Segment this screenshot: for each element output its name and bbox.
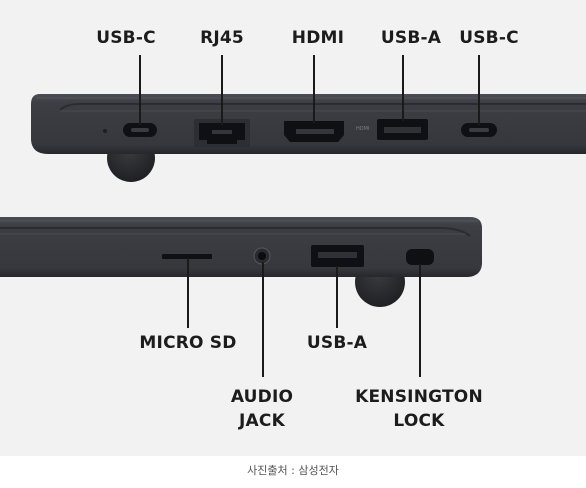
laptop-sides-illustration: HDMI [0, 94, 586, 307]
rj45-port [194, 119, 250, 147]
left-side-view: HDMI [31, 94, 586, 182]
kensington-lock-slot [406, 249, 434, 265]
right-side-view [0, 217, 482, 307]
hdmi-port-text: HDMI [356, 126, 369, 132]
status-led [103, 129, 107, 133]
hdmi-port: HDMI [284, 121, 369, 142]
image-source-caption: 사진출처 : 삼성전자 [247, 464, 339, 477]
laptop-body-bottom [0, 217, 482, 277]
label-kensington-line2: LOCK [393, 411, 445, 431]
leader-micro-sd [187, 258, 189, 328]
leader-audio-jack [262, 262, 264, 377]
usb-a-port-bottom [311, 245, 364, 267]
label-rj45: RJ45 [200, 28, 244, 48]
leader-kensington [419, 264, 421, 377]
ports-figure: HDMI [0, 0, 586, 456]
label-audio-line1: AUDIO [230, 387, 294, 407]
label-hdmi: HDMI [291, 28, 345, 48]
leader-usb-a-bottom [336, 266, 338, 328]
micro-sd-slot [162, 254, 212, 259]
leader-usb-c-left [139, 55, 141, 125]
leader-usb-a-top [402, 55, 404, 121]
label-micro-sd: MICRO SD [139, 333, 237, 353]
label-kensington-line1: KENSINGTON [355, 387, 483, 407]
label-usb-a-bottom: USB-A [306, 333, 368, 353]
leader-rj45 [221, 55, 223, 125]
leader-usb-c-right [478, 55, 480, 125]
label-usb-c-right: USB-C [459, 28, 519, 48]
label-audio-line2: JACK [239, 411, 285, 431]
label-usb-c-left: USB-C [96, 28, 156, 48]
usb-a-port-top [377, 119, 428, 140]
label-usb-a-top: USB-A [380, 28, 442, 48]
leader-hdmi [313, 55, 315, 123]
